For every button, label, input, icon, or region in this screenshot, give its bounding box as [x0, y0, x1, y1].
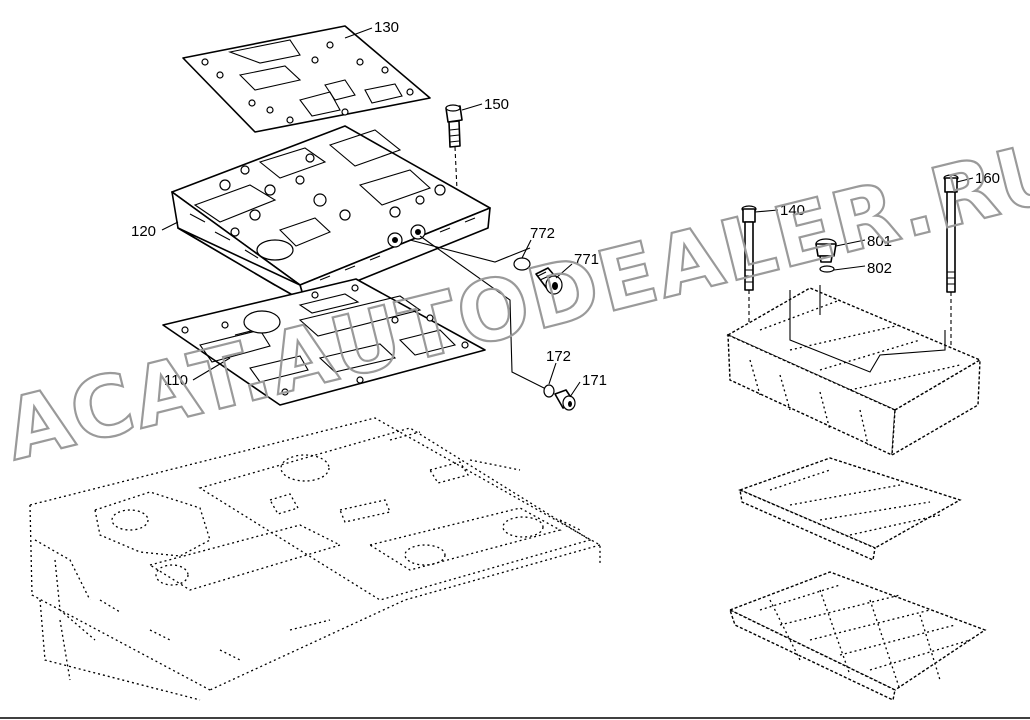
callout-772: 772 — [530, 225, 555, 242]
callout-801: 801 — [867, 233, 892, 250]
bolt-150 — [445, 104, 463, 191]
callout-130: 130 — [374, 19, 399, 36]
plug-771 — [535, 267, 563, 295]
transmission-housing — [29, 417, 601, 701]
gasket-plate-110 — [162, 278, 486, 406]
callout-150: 150 — [484, 96, 509, 113]
callout-110: 110 — [164, 372, 188, 389]
small-valve-body — [726, 285, 982, 457]
small-gasket-upper — [738, 457, 962, 562]
callout-labels: 130 150 120 772 771 110 172 171 140 160 … — [131, 19, 1000, 389]
valve-body-120 — [171, 125, 491, 303]
bolt-160 — [943, 174, 959, 350]
callout-802: 802 — [867, 260, 892, 277]
oring-802 — [819, 265, 835, 273]
callout-171: 171 — [582, 372, 607, 389]
bolt-140 — [741, 205, 757, 345]
callout-160: 160 — [975, 170, 1000, 187]
plug-171 — [554, 389, 576, 411]
callout-140: 140 — [780, 202, 805, 219]
leader-lines — [409, 235, 549, 391]
callout-771: 771 — [574, 251, 599, 268]
small-gasket-lower — [728, 571, 987, 702]
callout-leaders — [161, 27, 974, 398]
plug-801 — [815, 238, 837, 263]
callout-172: 172 — [546, 348, 571, 365]
oring-172 — [543, 384, 555, 398]
gasket-plate-130 — [182, 25, 431, 133]
callout-120: 120 — [131, 223, 156, 240]
